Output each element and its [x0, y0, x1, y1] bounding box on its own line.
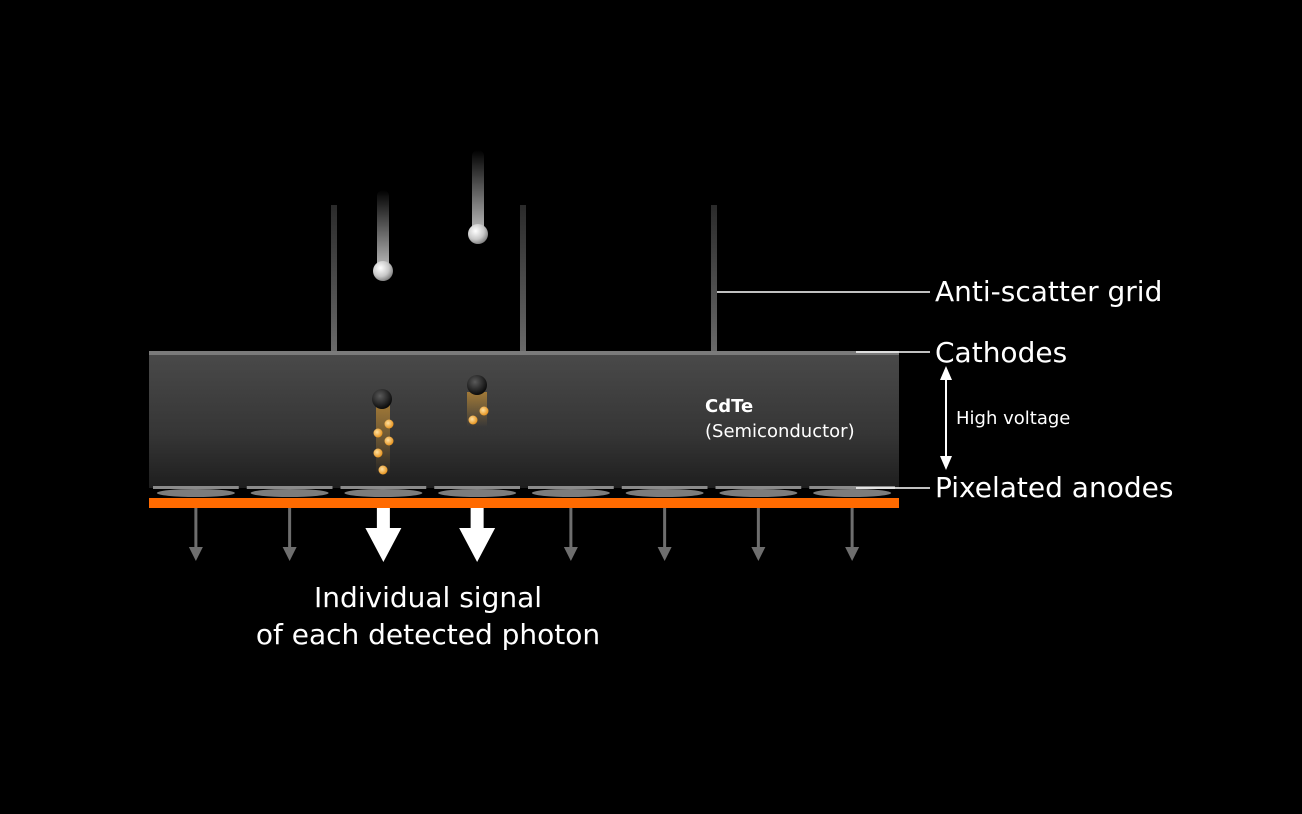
high-voltage-arrow-icon: [940, 366, 952, 470]
anti-scatter-grid: [331, 205, 717, 353]
electron-charge: [479, 406, 489, 416]
anode-strip: [149, 498, 899, 508]
anode-pixel-pad: [809, 486, 895, 489]
signal-arrow: [657, 508, 672, 561]
anode-pixel-pad: [340, 486, 427, 489]
anode-pixel: [531, 489, 610, 497]
anode-pixel: [344, 489, 423, 497]
anode-pixel-pad: [715, 486, 802, 489]
anode-pixel-pad: [246, 486, 333, 489]
anode-pixel: [813, 489, 892, 497]
label-pixelated-anodes: Pixelated anodes: [935, 471, 1173, 504]
signal-arrow: [563, 508, 578, 561]
anode-pixel-pad: [153, 486, 239, 489]
cathode-layer: [149, 351, 899, 355]
grid-lamella: [520, 205, 526, 353]
anode-pixel-pad: [434, 486, 520, 489]
hole-particle: [372, 389, 392, 409]
photon-trail: [472, 150, 484, 233]
cdte-detector: [149, 351, 899, 488]
incoming-photons: [373, 150, 488, 281]
xray-photon: [468, 224, 488, 244]
electron-charge: [378, 465, 388, 475]
signal-arrows: [188, 508, 860, 562]
material-name: CdTe: [705, 396, 753, 417]
signal-arrow-active: [365, 508, 402, 562]
signal-arrow: [845, 508, 860, 561]
grid-lamella: [331, 205, 337, 353]
signal-arrow: [188, 508, 203, 561]
label-anti-scatter-grid: Anti-scatter grid: [935, 275, 1162, 308]
electron-charge: [384, 436, 394, 446]
anode-pixel-pad: [621, 486, 708, 489]
anode-pixel: [625, 489, 704, 497]
anode-pixel: [438, 489, 517, 497]
xray-photon: [373, 261, 393, 281]
anode-pixel: [719, 489, 798, 497]
label-high-voltage: High voltage: [956, 408, 1070, 429]
electron-charge: [373, 448, 383, 458]
pixelated-anodes: [153, 486, 895, 497]
grid-lamella: [711, 205, 717, 353]
signal-arrow: [282, 508, 297, 561]
material-type: (Semiconductor): [705, 421, 855, 442]
caption-line-1: Individual signal: [314, 581, 542, 614]
photon-trail: [377, 190, 389, 270]
anode-pixel-pad: [528, 486, 614, 489]
electron-charge: [468, 415, 478, 425]
caption-line-2: of each detected photon: [256, 618, 600, 651]
label-cathodes: Cathodes: [935, 336, 1067, 369]
anode-pixel: [156, 489, 235, 497]
signal-arrow-active: [459, 508, 496, 562]
electron-charge: [384, 419, 394, 429]
hole-particle: [467, 375, 487, 395]
signal-arrow: [751, 508, 766, 561]
electron-charge: [373, 428, 383, 438]
anode-pixel: [250, 489, 329, 497]
charge-cloud: [372, 375, 489, 475]
